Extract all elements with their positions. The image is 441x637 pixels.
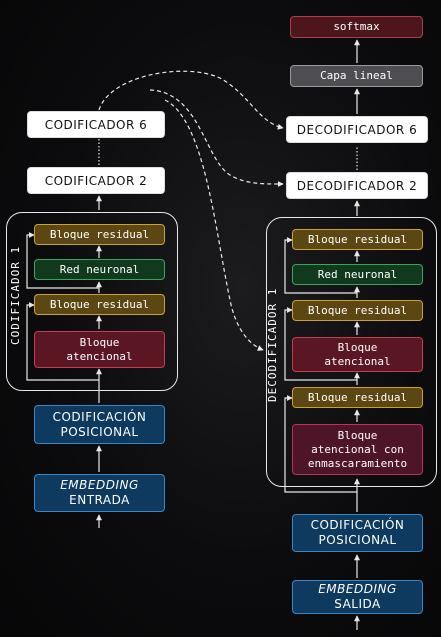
masked-attention-line3: enmascaramiento: [307, 456, 408, 470]
decoder-1-container: [266, 217, 437, 487]
linear-layer-label: Capa lineal: [320, 69, 393, 82]
linear-layer-box: Capa lineal: [290, 65, 423, 87]
decoder-residual-block-1: Bloque residual: [292, 229, 423, 250]
encoder-residual-1-label: Bloque residual: [49, 227, 150, 241]
encoder-residual-block-1: Bloque residual: [34, 224, 165, 245]
encoder-attention-block: Bloque atencional: [34, 331, 165, 368]
masked-attention-line1: Bloque: [337, 428, 378, 442]
decoder-residual-block-3: Bloque residual: [292, 387, 423, 408]
input-embedding-line2: ENTRADA: [69, 493, 130, 507]
input-embedding-line1: EMBEDDING: [60, 478, 139, 492]
decoder-2-label: DECODIFICADOR 2: [296, 178, 418, 193]
decoder-positional-line2: POSICIONAL: [318, 533, 397, 547]
decoder-6-box: DECODIFICADOR 6: [286, 116, 428, 143]
encoder-attention-line1: Bloque: [79, 335, 120, 349]
encoder-residual-block-2: Bloque residual: [34, 294, 165, 315]
decoder-masked-attention-block: Bloque atencional con enmascaramiento: [292, 424, 423, 475]
encoder-2-label: CODIFICADOR 2: [44, 173, 148, 188]
encoder-1-container: [6, 212, 178, 391]
encoder-positional-encoding-box: CODIFICACIÓN POSICIONAL: [34, 405, 165, 444]
decoder-attention-line1: Bloque: [337, 340, 378, 354]
output-embedding-line1: EMBEDDING: [318, 582, 397, 596]
softmax-box: softmax: [290, 16, 423, 38]
decoder-2-box: DECODIFICADOR 2: [286, 172, 428, 199]
input-embedding-box: EMBEDDING ENTRADA: [34, 474, 165, 512]
encoder-2-box: CODIFICADOR 2: [27, 167, 165, 194]
decoder-residual-2-label: Bloque residual: [307, 303, 408, 317]
softmax-label: softmax: [333, 20, 380, 33]
output-embedding-box: EMBEDDING SALIDA: [292, 580, 423, 614]
decoder-attention-line2: atencional: [324, 354, 391, 368]
encoder-6-box: CODIFICADOR 6: [27, 111, 165, 138]
decoder-positional-line1: CODIFICACIÓN: [310, 518, 405, 532]
encoder-neural-net-label: Red neuronal: [59, 262, 140, 276]
encoder-positional-line2: POSICIONAL: [60, 424, 139, 439]
decoder-residual-1-label: Bloque residual: [307, 232, 408, 246]
decoder-6-label: DECODIFICADOR 6: [296, 122, 418, 137]
decoder-neural-network-block: Red neuronal: [292, 264, 423, 285]
encoder-residual-2-label: Bloque residual: [49, 297, 150, 311]
decoder-residual-block-2: Bloque residual: [292, 300, 423, 321]
decoder-positional-encoding-box: CODIFICACIÓN POSICIONAL: [292, 514, 423, 552]
output-embedding-line2: SALIDA: [334, 597, 381, 611]
encoder-neural-network-block: Red neuronal: [34, 259, 165, 280]
decoder-1-label: DECODIFICADOR 1: [266, 287, 279, 402]
encoder-6-label: CODIFICADOR 6: [44, 117, 148, 132]
masked-attention-line2: atencional con: [311, 442, 404, 456]
encoder-positional-line1: CODIFICACIÓN: [52, 409, 147, 424]
decoder-attention-block: Bloque atencional: [292, 337, 423, 372]
decoder-neural-net-label: Red neuronal: [317, 267, 398, 281]
encoder-attention-line2: atencional: [66, 349, 133, 363]
decoder-residual-3-label: Bloque residual: [307, 390, 408, 404]
encoder-1-label: CODIFICADOR 1: [9, 245, 22, 345]
